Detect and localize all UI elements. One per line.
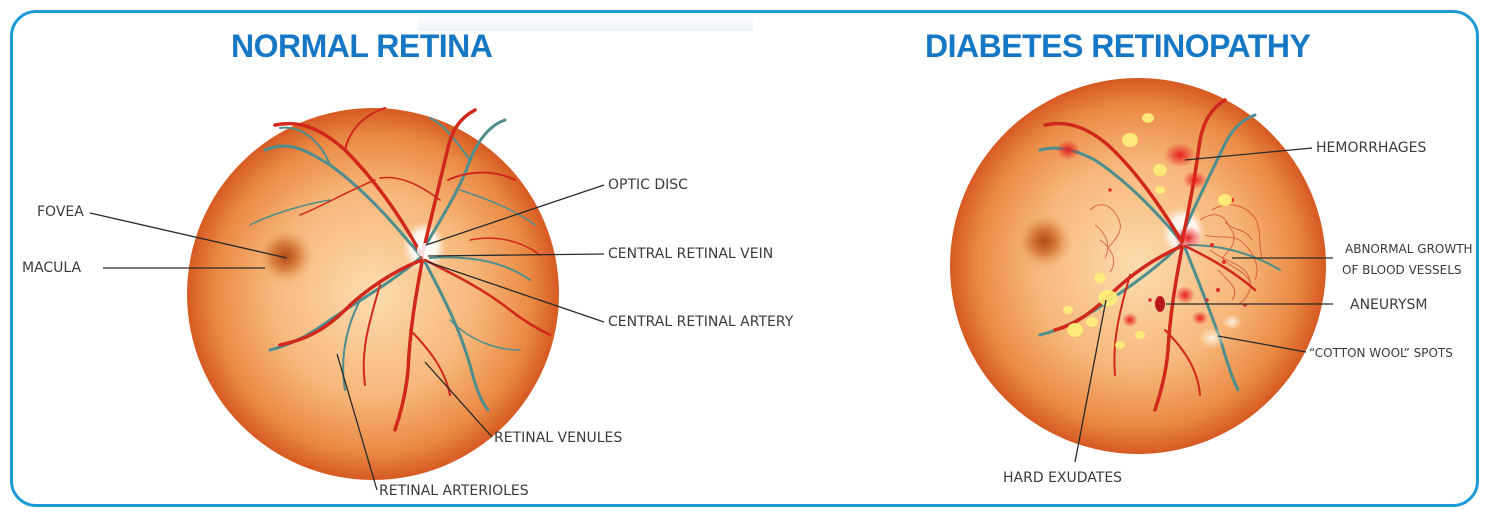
fovea-label: FOVEA: [37, 204, 84, 221]
cotton-wool-spots-label: “COTTON WOOL” SPOTS: [1309, 344, 1453, 362]
aneurysm-label: ANEURYSM: [1350, 297, 1428, 314]
optic-disc-label: OPTIC DISC: [608, 177, 688, 194]
retinal-venules-label: RETINAL VENULES: [494, 430, 622, 447]
abnormal-growth-label-line1: ABNORMAL GROWTH: [1345, 240, 1473, 258]
central-retinal-vein-label: CENTRAL RETINAL VEIN: [608, 246, 773, 263]
diabetic-retina-fundus: [950, 78, 1326, 454]
retinal-arterioles-label: RETINAL ARTERIOLES: [379, 483, 529, 500]
central-retinal-artery-label: CENTRAL RETINAL ARTERY: [608, 314, 793, 331]
macula-spot: [255, 226, 315, 286]
hard-exudates-label: HARD EXUDATES: [1003, 470, 1122, 487]
macula-label: MACULA: [22, 260, 81, 277]
normal-retina-fundus: [187, 108, 559, 480]
macula-spot-right: [1014, 211, 1074, 271]
abnormal-growth-label-line2: OF BLOOD VESSELS: [1342, 261, 1462, 279]
aneurysm-bulge: [1155, 296, 1165, 312]
optic-disc-core: [417, 243, 431, 257]
hemorrhages-label: HEMORRHAGES: [1316, 140, 1426, 157]
